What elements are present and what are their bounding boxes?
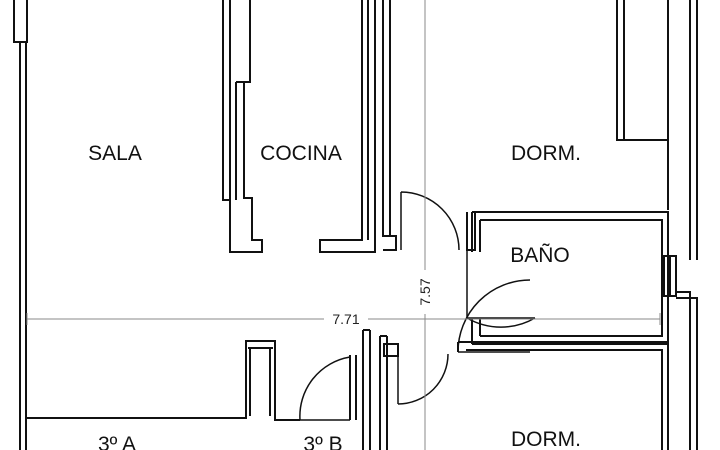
room-label-sala: SALA (88, 142, 142, 165)
dorm-bottom-top-wall (458, 341, 669, 450)
dimension-horizontal-label: 7.71 (332, 311, 359, 327)
bano-walls (472, 211, 669, 345)
walls (13, 0, 698, 450)
door-bano (466, 250, 536, 328)
door-unit-3b (299, 356, 351, 421)
door-corridor-upper (400, 191, 460, 251)
door-corridor-lower (397, 353, 449, 405)
sala-cocina-wall (222, 0, 263, 253)
unit-label-3a: 3º A (98, 433, 136, 450)
corridor-door-stop (383, 343, 399, 357)
room-label-bano: BAÑO (510, 243, 570, 267)
outer-left-wall (13, 0, 28, 450)
unit-label-3b: 3º B (303, 433, 342, 450)
units-divider-wall (27, 340, 300, 421)
dimension-vertical-label-bg (415, 270, 435, 314)
wardrobe-top (616, 0, 669, 141)
room-label-dorm-bottom: DORM. (511, 428, 581, 450)
corridor-left-wall-bottom (362, 329, 371, 450)
outer-right-wall (667, 0, 698, 260)
cocina-right-wall (319, 0, 376, 253)
outer-right-wall-lower (676, 291, 698, 450)
dimension-lines (26, 0, 661, 450)
dimension-horizontal-label-bg (324, 309, 368, 327)
room-label-cocina: COCINA (260, 142, 342, 165)
corridor-left-wall-top (382, 0, 397, 251)
dimension-vertical-label: 7.57 (417, 278, 433, 305)
doors (299, 191, 536, 421)
room-label-dorm-top: DORM. (511, 142, 581, 165)
door-dorm-bottom (457, 279, 531, 353)
